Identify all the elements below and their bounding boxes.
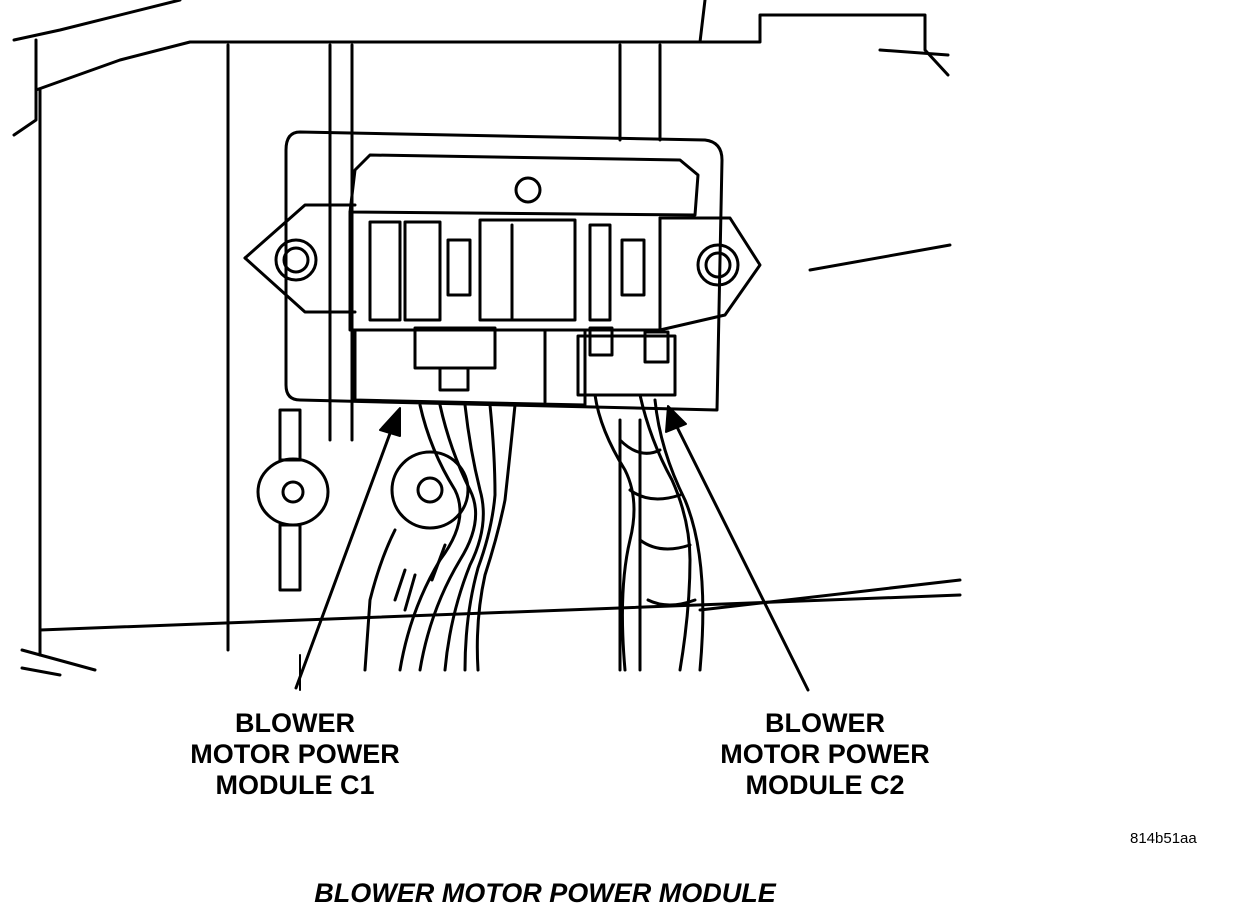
mounting-post <box>256 408 470 592</box>
housing-background <box>12 0 962 691</box>
callout-c2-line-2: MOTOR POWER <box>720 739 930 769</box>
power-module-body <box>243 130 762 412</box>
wire-harness-c1 <box>363 403 517 672</box>
callout-c1-line-2: MOTOR POWER <box>190 739 400 769</box>
figure-code: 814b51aa <box>1130 830 1197 847</box>
callout-arrow-c2 <box>665 405 810 692</box>
wire-harness-c2 <box>593 393 705 672</box>
callout-label-c1: BLOWER MOTOR POWER MODULE C1 <box>160 708 430 801</box>
callout-label-c2: BLOWER MOTOR POWER MODULE C2 <box>690 708 960 801</box>
figure-caption: BLOWER MOTOR POWER MODULE <box>314 878 776 908</box>
callout-c2-line-1: BLOWER <box>765 708 885 738</box>
callout-c2-line-3: MODULE C2 <box>745 770 905 800</box>
callout-c1-line-1: BLOWER <box>235 708 355 738</box>
callout-arrow-c1 <box>294 407 401 690</box>
callout-c1-line-3: MODULE C1 <box>215 770 375 800</box>
